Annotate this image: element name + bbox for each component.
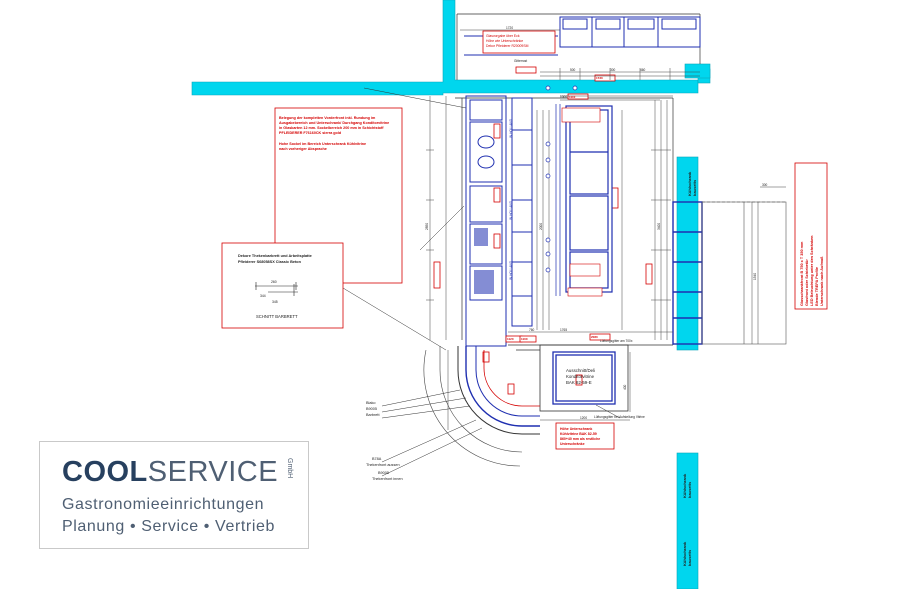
cold-display-side bbox=[555, 104, 561, 296]
dim-460: 460 bbox=[640, 68, 646, 72]
dim-1720: 1720 bbox=[506, 26, 513, 30]
barbrett-section bbox=[255, 282, 298, 296]
red-markers bbox=[433, 93, 653, 395]
note-wall-display bbox=[794, 162, 828, 310]
wall-line2: Glasfront oder Schiebetür bbox=[805, 259, 809, 306]
svg-text:Höhe wie Unterschränke: Höhe wie Unterschränke bbox=[486, 39, 523, 43]
ref-3: 2080 bbox=[591, 335, 598, 339]
fridge-mid-sub: bauseits bbox=[687, 481, 692, 498]
cabinet-projection bbox=[701, 201, 787, 345]
front-cover-line6: nach vorheriger Absprache bbox=[279, 147, 327, 151]
counter-run-left bbox=[465, 95, 507, 347]
red-small-notes bbox=[561, 107, 603, 297]
material-5: Thekenfront aussen bbox=[366, 463, 400, 467]
konditorvitrine bbox=[552, 351, 616, 405]
fridge-top-sub: bauseits bbox=[692, 179, 697, 196]
material-3: Barbrett bbox=[366, 413, 380, 417]
ref-5: 1730 bbox=[596, 76, 603, 80]
fridge-top-label: Kühlschrank bbox=[687, 171, 692, 196]
svg-text:Dekor Pfleiderer R20009SM: Dekor Pfleiderer R20009SM bbox=[486, 44, 529, 48]
hollands-3: IN HOLLAND bbox=[509, 260, 513, 280]
fixtures bbox=[545, 85, 578, 273]
dim-3400: 3400 bbox=[657, 223, 661, 230]
material-2: B9005 bbox=[366, 407, 377, 411]
leader-lines bbox=[342, 87, 621, 477]
dim-345: 345 bbox=[272, 300, 278, 304]
logo-tagline-1: Gastronomieeinrichtungen bbox=[62, 496, 265, 513]
material-1: Blako bbox=[366, 401, 376, 405]
dim-1000: 1000 bbox=[560, 95, 567, 99]
cake-line1: Höhe Unterschrank bbox=[560, 427, 592, 431]
dim-500: 500 bbox=[570, 68, 576, 72]
dim-300-b: 300 bbox=[762, 183, 768, 187]
front-cover-line3: in Glaskarten 12 mm. Sockelbereich 200 m… bbox=[279, 126, 384, 130]
wall-line1: Glasschrankfront B 750 x T 350 mm bbox=[800, 241, 804, 306]
barbrett-caption: SCHNITT BARBRETT bbox=[256, 314, 298, 319]
wall-line5: Unterschrank nach Aufmaß bbox=[820, 256, 824, 306]
dim-344: 344 bbox=[260, 294, 266, 298]
logo-brand-bold: COOL bbox=[62, 456, 148, 488]
cake-line2: Kühlvitrine BAK 82-59 bbox=[560, 432, 597, 436]
dim-1765: 1765 bbox=[560, 328, 567, 332]
logo-brand-light: SERVICE bbox=[147, 456, 279, 488]
dim-2000: 2000 bbox=[539, 223, 543, 230]
dim-300: 300 bbox=[610, 68, 616, 72]
logo-gmbh: GmbH bbox=[286, 458, 293, 479]
ref-1: 1120 bbox=[507, 337, 514, 341]
company-logo: COOLSERVICE GmbH Gastronomieeinrichtunge… bbox=[39, 441, 309, 549]
wall-line3: LED Beleuchtung unter den Schränken bbox=[810, 235, 814, 306]
note-cake-display bbox=[555, 422, 615, 450]
counter-board-line2: Pfleiderer S68058SX Classic Beton bbox=[238, 260, 302, 264]
vitrine-frame bbox=[516, 344, 629, 412]
vitrine-model: BAK 82-59-E bbox=[566, 380, 592, 385]
note-counter-board bbox=[221, 242, 344, 329]
svg-text:Glasvorgabe über Eck: Glasvorgabe über Eck bbox=[486, 34, 520, 38]
fridge-bot-label: Kühlschrank bbox=[682, 541, 687, 566]
wall-line4: Blende TREPA Profile bbox=[815, 267, 819, 306]
counter-hatches bbox=[474, 228, 494, 294]
ref-2: 1100 bbox=[521, 337, 528, 341]
back-bar-center bbox=[511, 97, 533, 327]
dim-1540: 1540 bbox=[753, 273, 757, 280]
dim-760: 760 bbox=[529, 328, 535, 332]
material-4: B78A bbox=[372, 457, 382, 461]
front-cover-line5: Hohe Sockel im Bereich Unterschrank Kühl… bbox=[279, 142, 366, 146]
ref-4: 1110 bbox=[569, 95, 576, 99]
cake-line3: 860+40 mm als restliche bbox=[560, 437, 600, 441]
fridge-mid-label: Kühlschrank bbox=[682, 473, 687, 498]
lueftung-top-label: Lüftungsgitter am 700x bbox=[600, 339, 633, 343]
hollands-2: IN HOLLAND bbox=[509, 200, 513, 220]
vitrine-sub: Konditorvitrine bbox=[566, 374, 595, 379]
front-cover-line2: Ausgabebereich und Unterschrank/ Durchga… bbox=[279, 121, 389, 125]
curved-counter bbox=[423, 346, 540, 467]
dim-2850: 2850 bbox=[425, 223, 429, 230]
front-cover-line1: Belegung der kompletten Vorderfront inkl… bbox=[279, 116, 376, 120]
material-6: B9005 bbox=[378, 471, 389, 475]
dim-260: 260 bbox=[271, 280, 277, 284]
cake-line4: Unterschränke bbox=[560, 442, 585, 446]
front-cover-line4: PFLEIDERER F76160CK sierra gold bbox=[279, 131, 342, 135]
dim-400: 400 bbox=[623, 384, 627, 390]
counter-board-line1: Dekore Thekenbarbrett und Arbeitsplatte bbox=[238, 254, 312, 258]
logo-tagline-2: Planung • Service • Vertrieb bbox=[62, 518, 275, 535]
dimension-ticks bbox=[426, 68, 671, 301]
dim-1200: 1200 bbox=[580, 416, 587, 420]
walls bbox=[191, 0, 711, 589]
material-7: Thekenfront innen bbox=[372, 477, 403, 481]
logo-brand: COOLSERVICE bbox=[62, 456, 278, 488]
lueftung-label: Lüftungsgitter bei Aufstellung Vitrine bbox=[594, 415, 645, 419]
hollands-1: IN HOLLAND bbox=[509, 118, 513, 138]
fridge-bot-sub: bauseits bbox=[687, 549, 692, 566]
gitterrost-label: Gitterrost bbox=[514, 59, 527, 63]
vitrine-title: Ausschnitt/Deli bbox=[566, 368, 595, 373]
note-boxes-top bbox=[482, 30, 616, 82]
